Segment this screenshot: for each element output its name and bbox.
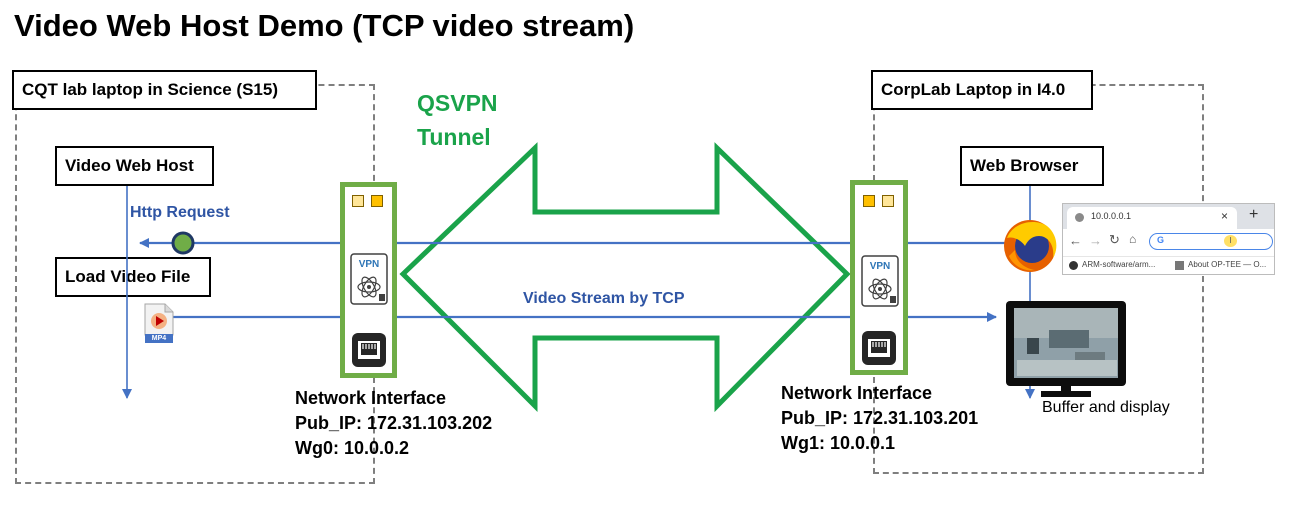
text-cursor-icon: I [1224, 235, 1237, 247]
tab-close-icon[interactable]: × [1221, 209, 1229, 223]
status-light-icon [352, 195, 364, 207]
home-icon[interactable]: ⌂ [1129, 232, 1137, 246]
mp4-file-icon: MP4 [143, 303, 175, 343]
http-request-label: Http Request [130, 204, 230, 221]
bookmarks-bar: ARM-software/arm... About OP-TEE — O... [1063, 256, 1274, 275]
address-bar[interactable]: G I [1149, 233, 1273, 250]
web-browser-label: Web Browser [960, 146, 1104, 186]
status-light-icon [863, 195, 875, 207]
video-display-monitor-icon [1005, 300, 1127, 403]
left-network-interface-box: VPN [340, 182, 397, 378]
right-interface-details: Network Interface Pub_IP: 172.31.103.201… [781, 381, 978, 456]
github-icon [1069, 261, 1078, 270]
video-web-host-label: Video Web Host [55, 146, 214, 186]
buffer-display-label: Buffer and display [1042, 399, 1170, 416]
left-interface-wg: Wg0: 10.0.0.2 [295, 438, 410, 458]
address-bar-value: G [1157, 235, 1165, 245]
tab-title: 10.0.0.0.1 [1091, 211, 1132, 221]
right-interface-pub-ip: Pub_IP: 172.31.103.201 [781, 408, 979, 428]
new-tab-button[interactable]: + [1249, 206, 1259, 223]
tunnel-label: QSVPN Tunnel [417, 86, 498, 154]
right-interface-name: Network Interface [781, 383, 933, 403]
bookmark-page-icon [1175, 261, 1184, 270]
right-site-label: CorpLab Laptop in I4.0 [871, 70, 1093, 110]
browser-tab[interactable]: 10.0.0.0.1 × [1067, 207, 1237, 229]
forward-arrow-icon[interactable]: → [1089, 233, 1102, 248]
browser-tab-bar: 10.0.0.0.1 × + [1063, 204, 1274, 229]
vpn-badge-text: VPN [358, 259, 380, 270]
back-arrow-icon[interactable]: ← [1069, 233, 1082, 248]
status-light-icon [882, 195, 894, 207]
mp4-badge-text: MP4 [151, 335, 167, 342]
page-title: Video Web Host Demo (TCP video stream) [14, 8, 635, 43]
right-network-interface-box: VPN [850, 180, 908, 375]
left-interface-name: Network Interface [295, 388, 447, 408]
bookmark-item[interactable]: About OP-TEE — O... [1188, 260, 1267, 269]
browser-window: 10.0.0.0.1 × + ← → ↻ ⌂ G I ARM-software/… [1062, 203, 1275, 275]
vpn-badge-text: VPN [869, 261, 891, 272]
left-interface-pub-ip: Pub_IP: 172.31.103.202 [295, 413, 493, 433]
left-site-label: CQT lab laptop in Science (S15) [12, 70, 317, 110]
reload-icon[interactable]: ↻ [1109, 232, 1120, 247]
left-interface-details: Network Interface Pub_IP: 172.31.103.202… [295, 386, 492, 461]
tunnel-label-line1: QSVPN [417, 90, 498, 116]
request-node-icon [171, 231, 195, 255]
bookmark-item[interactable]: ARM-software/arm... [1082, 260, 1156, 269]
vpn-shield-icon: VPN [350, 253, 388, 305]
browser-logo-icon [1001, 216, 1059, 279]
status-light-icon [371, 195, 383, 207]
tab-favicon-icon [1075, 213, 1084, 222]
ethernet-port-icon [861, 330, 897, 371]
video-stream-label: Video Stream by TCP [523, 290, 685, 307]
vpn-shield-icon: VPN [861, 255, 899, 307]
tunnel-label-line2: Tunnel [417, 124, 491, 150]
right-interface-wg: Wg1: 10.0.0.1 [781, 433, 896, 453]
ethernet-port-icon [351, 332, 387, 373]
browser-toolbar: ← → ↻ ⌂ G I [1063, 229, 1274, 255]
qsvpn-tunnel-arrow [399, 142, 851, 413]
